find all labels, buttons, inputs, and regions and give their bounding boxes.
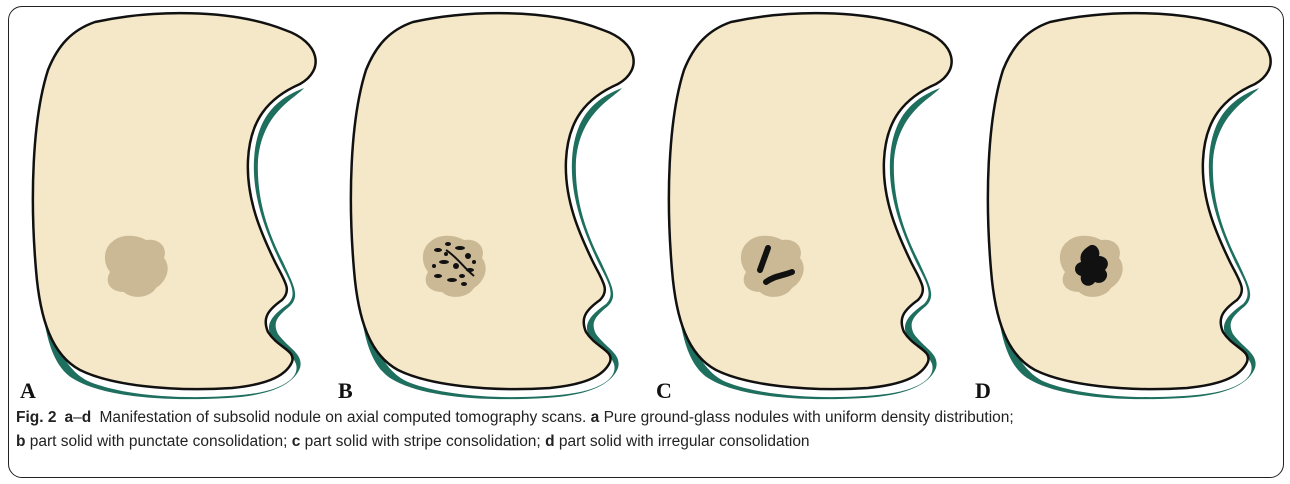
punctate-consolidation — [439, 260, 449, 264]
punctate-consolidation — [465, 253, 471, 259]
punctate-consolidation — [444, 252, 448, 256]
panel-letter-a: A — [20, 378, 36, 403]
caption-item-b: part solid with punctate consolidation; — [30, 433, 288, 450]
caption-item-d: part solid with irregular consolidation — [559, 433, 810, 450]
panel-letter-b: B — [338, 378, 353, 403]
panel-b: B — [338, 13, 634, 403]
punctate-consolidation — [472, 260, 476, 264]
panel-letter-c: C — [656, 378, 672, 403]
caption-range-a: a — [64, 409, 73, 426]
punctate-consolidation — [461, 282, 467, 286]
caption-range-d: d — [82, 409, 91, 426]
punctate-consolidation — [434, 274, 442, 278]
panel-letter-d: D — [975, 378, 991, 403]
caption-item-a: Pure ground-glass nodules with uniform d… — [604, 409, 1014, 426]
caption-range-dash: – — [73, 409, 82, 426]
caption-key-c: c — [292, 433, 301, 450]
lung-diagram: A B C D — [0, 0, 1290, 404]
caption-fig-label: Fig. 2 — [16, 409, 56, 426]
punctate-consolidation — [434, 248, 442, 252]
punctate-consolidation — [447, 278, 457, 282]
panel-a: A — [20, 13, 316, 403]
caption-key-b: b — [16, 433, 25, 450]
caption-item-c: part solid with stripe consolidation; — [305, 433, 541, 450]
caption-key-d: d — [545, 433, 554, 450]
caption-key-a: a — [591, 409, 600, 426]
punctate-consolidation — [459, 274, 465, 278]
caption-intro: Manifestation of subsolid nodule on axia… — [100, 409, 587, 426]
panel-c: C — [656, 13, 952, 403]
punctate-consolidation — [453, 263, 459, 269]
punctate-consolidation — [445, 242, 451, 246]
panel-d: D — [975, 13, 1271, 403]
punctate-consolidation — [455, 246, 465, 250]
punctate-consolidation — [432, 264, 436, 268]
